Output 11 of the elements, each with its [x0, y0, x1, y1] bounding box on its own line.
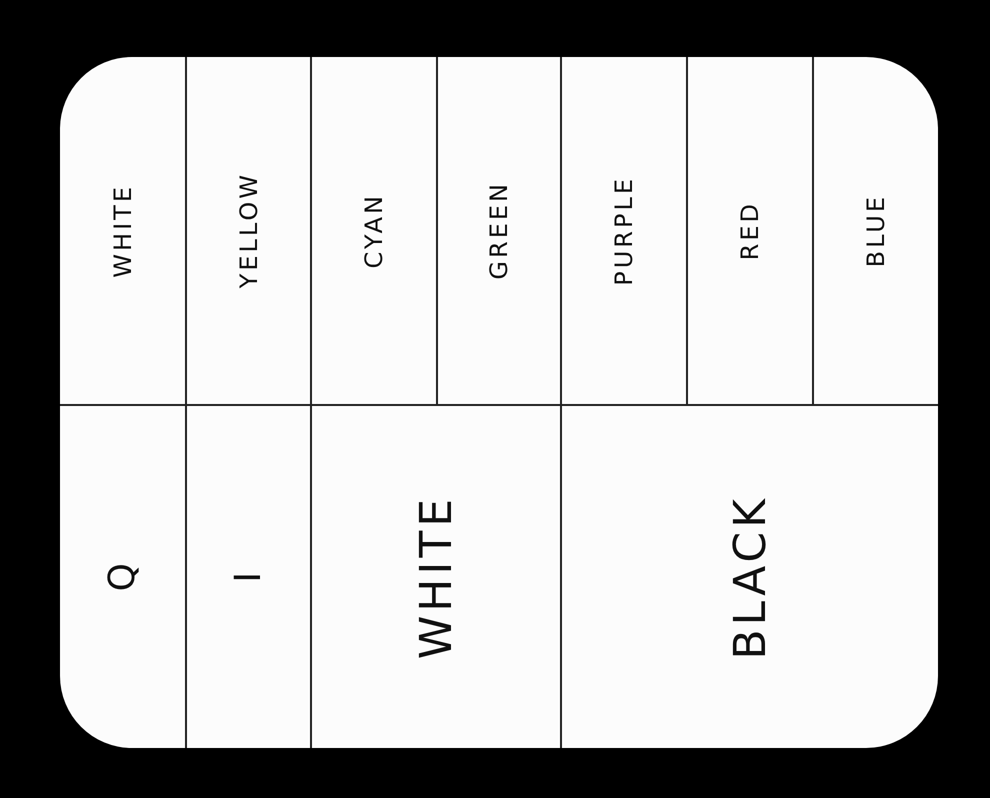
bar-label: Q: [102, 562, 143, 592]
bar-label: CYAN: [360, 192, 388, 268]
bar-label: WHITE: [108, 184, 136, 278]
bar-label: YELLOW: [234, 172, 262, 289]
bar-label: I: [228, 572, 269, 582]
bar-label: PURPLE: [610, 176, 638, 286]
bar-label: WHITE: [410, 494, 462, 660]
bar-label: GREEN: [485, 181, 513, 280]
bar-label: BLUE: [862, 194, 890, 268]
bar-label: BLACK: [724, 494, 776, 660]
bar-label: RED: [736, 200, 764, 260]
